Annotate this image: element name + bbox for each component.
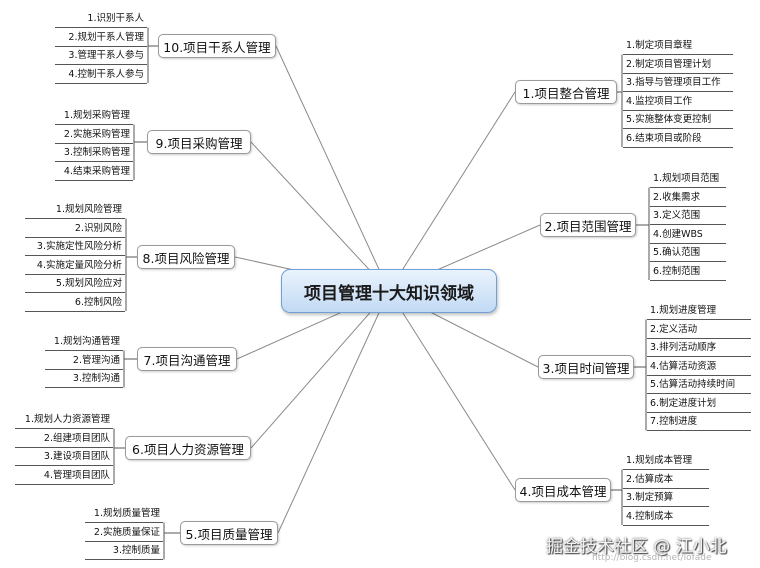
- subtopic-item: 2.识别风险: [25, 220, 125, 238]
- subtopic-item: 6.控制风险: [25, 294, 125, 312]
- subtopic-item: 2.定义活动: [647, 321, 751, 339]
- subtopic-item: 2.实施质量保证: [85, 524, 163, 542]
- subtopic-item: 1.规划成本管理: [623, 452, 709, 470]
- center-to-branch-line: [388, 91, 516, 292]
- subtopic-item: 4.实施定量风险分析: [25, 257, 125, 275]
- subtopic-item: 1.规划人力资源管理: [15, 411, 113, 429]
- subtopic-item: 1.规划进度管理: [647, 302, 751, 320]
- subtopic-item: 2.规划干系人管理: [55, 29, 147, 47]
- subtopic-item: 2.制定项目管理计划: [623, 56, 733, 74]
- subtopic-item: 1.规划采购管理: [55, 107, 133, 125]
- watermark-url: http://blog.csdn.net/lofade: [592, 553, 712, 563]
- branch-topic: 9.项目采购管理: [147, 130, 251, 154]
- branch-topic: 7.项目沟通管理: [137, 347, 237, 371]
- subtopic-item: 3.实施定性风险分析: [25, 238, 125, 256]
- subtopic-item: 1.规划项目范围: [650, 170, 726, 188]
- branch-topic: 3.项目时间管理: [538, 355, 634, 379]
- subtopic-item: 1.制定项目章程: [623, 37, 733, 55]
- center-to-branch-line: [275, 45, 390, 292]
- subtopic-item: 3.控制采购管理: [55, 144, 133, 162]
- center-to-branch-line: [250, 141, 390, 292]
- subtopic-item: 4.创建WBS: [650, 226, 726, 244]
- subtopic-item: 2.实施采购管理: [55, 126, 133, 144]
- subtopic-item: 1.规划沟通管理: [45, 333, 123, 351]
- subtopic-item: 5.实施整体变更控制: [623, 111, 733, 129]
- branch-topic: 5.项目质量管理: [180, 521, 278, 545]
- subtopic-item: 3.定义范围: [650, 207, 726, 225]
- subtopic-item: 2.组建项目团队: [15, 430, 113, 448]
- subtopic-item: 1.规划风险管理: [25, 201, 125, 219]
- subtopic-item: 7.控制进度: [647, 413, 751, 431]
- subtopic-item: 6.控制范围: [650, 263, 726, 281]
- subtopic-item: 3.控制质量: [85, 542, 163, 560]
- branch-topic: 6.项目人力资源管理: [125, 436, 251, 460]
- subtopic-item: 5.规划风险应对: [25, 275, 125, 293]
- center-to-branch-line: [277, 290, 390, 534]
- subtopic-item: 4.结束采购管理: [55, 163, 133, 181]
- subtopic-item: 6.结束项目或阶段: [623, 130, 733, 148]
- subtopic-item: 3.控制沟通: [45, 370, 123, 388]
- subtopic-item: 4.控制干系人参与: [55, 66, 147, 84]
- branch-topic: 2.项目范围管理: [540, 213, 636, 237]
- subtopic-item: 4.控制成本: [623, 508, 709, 526]
- branch-topic: 10.项目干系人管理: [158, 34, 276, 58]
- subtopic-item: 6.制定进度计划: [647, 395, 751, 413]
- center-to-branch-line: [250, 290, 390, 449]
- branch-topic: 1.项目整合管理: [515, 80, 617, 104]
- subtopic-item: 3.指导与管理项目工作: [623, 74, 733, 92]
- subtopic-item: 2.估算成本: [623, 471, 709, 489]
- subtopic-item: 1.规划质量管理: [85, 505, 163, 523]
- subtopic-item: 1.识别干系人: [55, 10, 147, 28]
- subtopic-item: 3.管理干系人参与: [55, 47, 147, 65]
- subtopic-item: 2.收集需求: [650, 189, 726, 207]
- subtopic-item: 5.估算活动持续时间: [647, 376, 751, 394]
- subtopic-item: 4.监控项目工作: [623, 93, 733, 111]
- subtopic-item: 3.制定预算: [623, 489, 709, 507]
- subtopic-item: 5.确认范围: [650, 244, 726, 262]
- subtopic-item: 3.排列活动顺序: [647, 339, 751, 357]
- subtopic-item: 3.建设项目团队: [15, 448, 113, 466]
- center-topic: 项目管理十大知识领域: [281, 269, 497, 313]
- subtopic-item: 4.管理项目团队: [15, 467, 113, 485]
- center-to-branch-line: [388, 290, 516, 491]
- branch-topic: 4.项目成本管理: [515, 478, 611, 502]
- watermark-text: 掘金技术社区 @ 江小北: [546, 537, 727, 557]
- subtopic-item: 2.管理沟通: [45, 352, 123, 370]
- branch-topic: 8.项目风险管理: [137, 245, 235, 269]
- subtopic-item: 4.估算活动资源: [647, 358, 751, 376]
